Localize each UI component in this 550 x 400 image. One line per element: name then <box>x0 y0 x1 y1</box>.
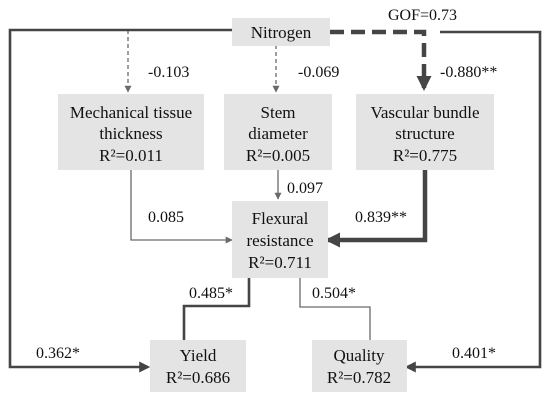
node-stem-line2: diameter <box>248 124 308 143</box>
gof-label: GOF=0.73 <box>388 7 457 24</box>
node-flexural-line1: Flexural <box>252 209 309 228</box>
node-mechanical-tissue: Mechanical tissue thickness R²=0.011 <box>58 94 204 170</box>
arrow-nitrogen-to-vascular <box>330 29 432 91</box>
arrow-nitrogen-to-quality <box>404 30 542 373</box>
coef-flexural-quality: 0.504* <box>312 285 356 302</box>
node-mechanical-line1: Mechanical tissue <box>70 103 192 122</box>
node-mechanical-r2: R²=0.011 <box>99 146 163 165</box>
node-quality-label: Quality <box>334 346 385 365</box>
node-vascular-r2: R²=0.775 <box>393 146 457 165</box>
coef-vascular-flexural: 0.839** <box>355 209 407 226</box>
coef-nitrogen-vascular: -0.880** <box>440 64 497 81</box>
node-nitrogen: Nitrogen <box>232 18 330 46</box>
node-vascular-line2: structure <box>395 124 454 143</box>
node-yield: Yield R²=0.686 <box>150 340 246 392</box>
coef-nitrogen-mechanical: -0.103 <box>148 64 189 81</box>
node-stem-diameter: Stem diameter R²=0.005 <box>224 94 332 170</box>
coef-nitrogen-quality: 0.401* <box>452 345 496 362</box>
coef-nitrogen-yield: 0.362* <box>36 345 80 362</box>
node-stem-r2: R²=0.005 <box>246 146 310 165</box>
coef-stem-flexural: 0.097 <box>287 180 323 197</box>
coef-mechanical-flexural: 0.085 <box>148 209 184 226</box>
node-flexural-line2: resistance <box>246 231 313 250</box>
coef-flexural-yield: 0.485* <box>189 285 233 302</box>
node-vascular-line1: Vascular bundle <box>370 103 479 122</box>
arrow-nitrogen-to-yield <box>8 28 232 373</box>
coef-nitrogen-stem: -0.069 <box>298 64 339 81</box>
arrow-vascular-to-flexural <box>325 170 428 248</box>
node-flexural-resistance: Flexural resistance R²=0.711 <box>232 201 328 278</box>
node-stem-line1: Stem <box>261 103 296 122</box>
node-flexural-r2: R²=0.711 <box>248 253 312 272</box>
node-vascular-bundle: Vascular bundle structure R²=0.775 <box>356 94 494 170</box>
connector-flexural-to-quality <box>299 278 371 340</box>
node-mechanical-line2: thickness <box>99 124 162 143</box>
node-yield-label: Yield <box>180 346 217 365</box>
connector-flexural-to-yield <box>182 278 251 340</box>
node-quality-r2: R²=0.782 <box>327 368 391 387</box>
node-yield-r2: R²=0.686 <box>166 368 230 387</box>
node-nitrogen-label: Nitrogen <box>251 23 312 42</box>
node-quality: Quality R²=0.782 <box>312 340 407 392</box>
arrow-mechanical-to-flexural <box>130 170 233 244</box>
